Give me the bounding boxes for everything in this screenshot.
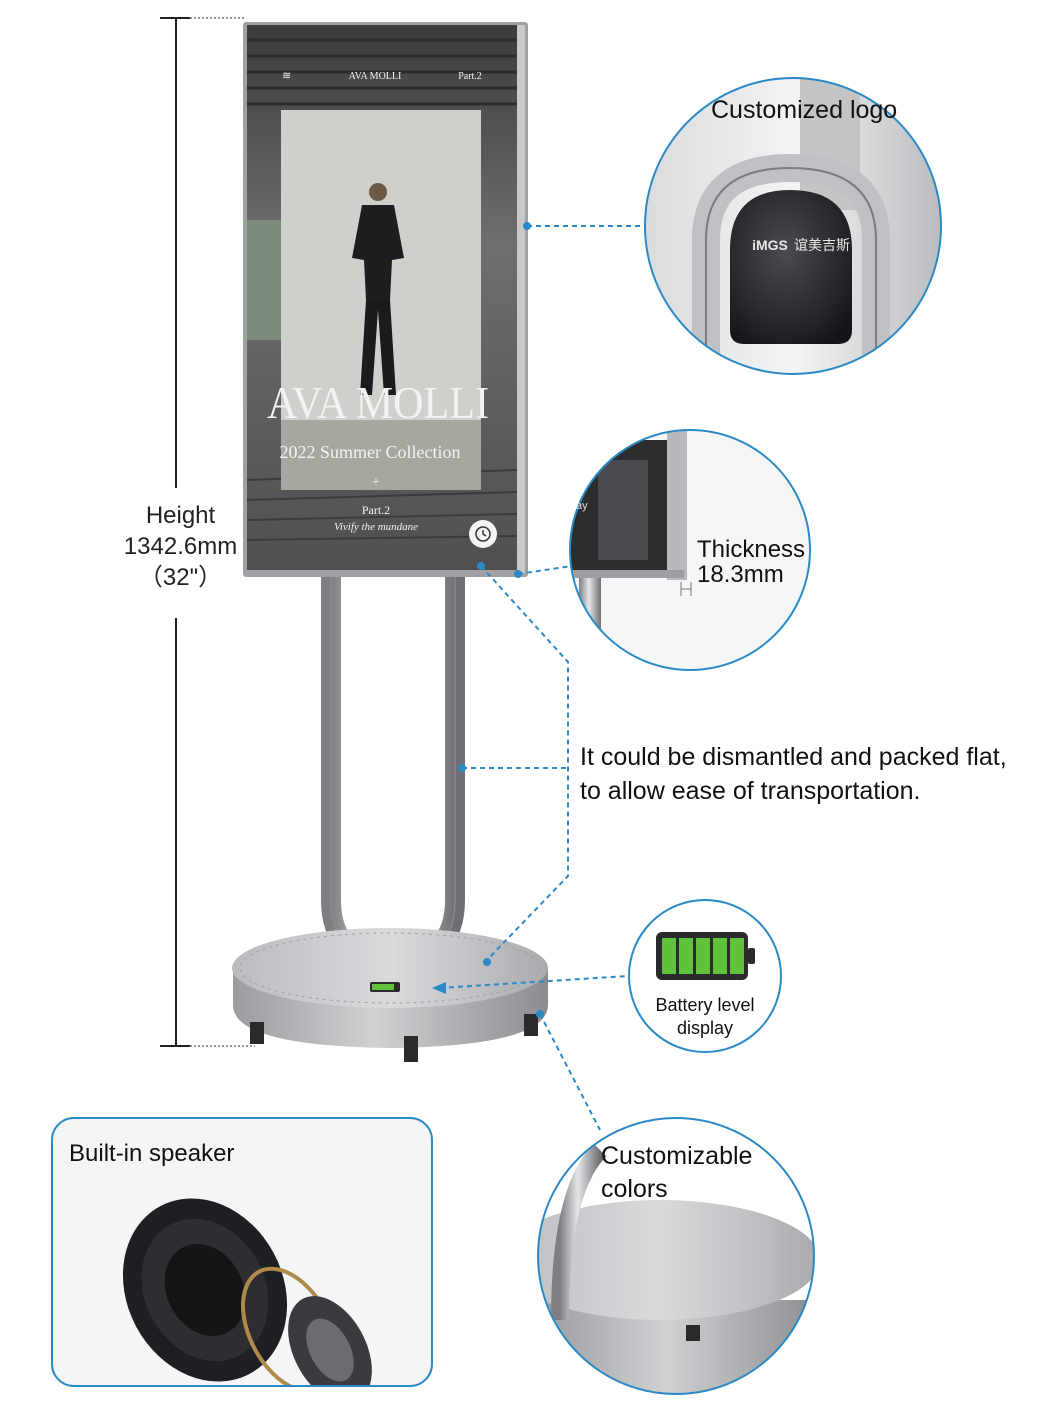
logo-callout-circle [644,77,942,375]
screen-part-small: Part.2 [458,71,482,82]
round-base [232,928,548,1062]
logo-chinese-text: 谊美吉斯 [794,237,850,253]
thickness-screen-fragment: ay [576,500,588,512]
screen-tagline: Vivify the mundane [334,521,418,533]
thickness-value-text: 18.3mm [697,561,784,588]
leader-lines [439,225,644,1131]
display-screen [243,22,528,577]
dismantle-line-1: It could be dismantled and packed flat, [580,743,1007,771]
thickness-callout-circle [569,429,811,671]
speaker-callout-box [51,1117,433,1387]
fashion-model-figure [352,183,404,395]
height-dimension-label: Height 1342.6mm （32"） [108,500,253,593]
height-dimension-bracket [160,17,255,1047]
colors-line-1: Customizable [601,1142,753,1170]
battery-line-1: Battery level [655,995,755,1015]
thickness-callout-label: Thickness 18.3mm [697,537,805,587]
battery-line-2: display [676,1018,734,1038]
colors-callout-circle [537,1117,815,1395]
dismantle-line-2: to allow ease of transportation. [580,777,921,805]
thickness-label-text: Thickness [697,536,806,563]
logo-callout-label: Customized logo [711,96,898,124]
logo-mark-text: iMGS [752,237,788,253]
colors-callout-label: Customizable colors [601,1140,752,1206]
battery-callout-circle [628,899,782,1053]
speaker-icon [122,1198,372,1386]
dismantle-callout-label: It could be dismantled and packed flat, … [580,740,1007,808]
leader-dots [432,222,544,1018]
battery-icon [662,938,744,974]
screen-plus: + [372,475,380,490]
screen-headline: AVA MOLLI [267,377,489,428]
battery-callout-label: Battery level display [629,994,781,1040]
speaker-callout-label: Built-in speaker [69,1140,235,1167]
screen-part-big: Part.2 [362,503,390,517]
height-label-text: Height [145,502,216,529]
height-value-text: 1342.6mm [123,533,238,560]
screen-collection: 2022 Summer Collection [280,442,461,462]
screen-history-icon [469,520,497,548]
height-inches-text: （32"） [138,564,223,591]
colors-line-2: colors [601,1175,668,1203]
screen-brand-small: AVA MOLLI [349,71,402,82]
screen-menu-icon: ≋ [282,70,291,82]
